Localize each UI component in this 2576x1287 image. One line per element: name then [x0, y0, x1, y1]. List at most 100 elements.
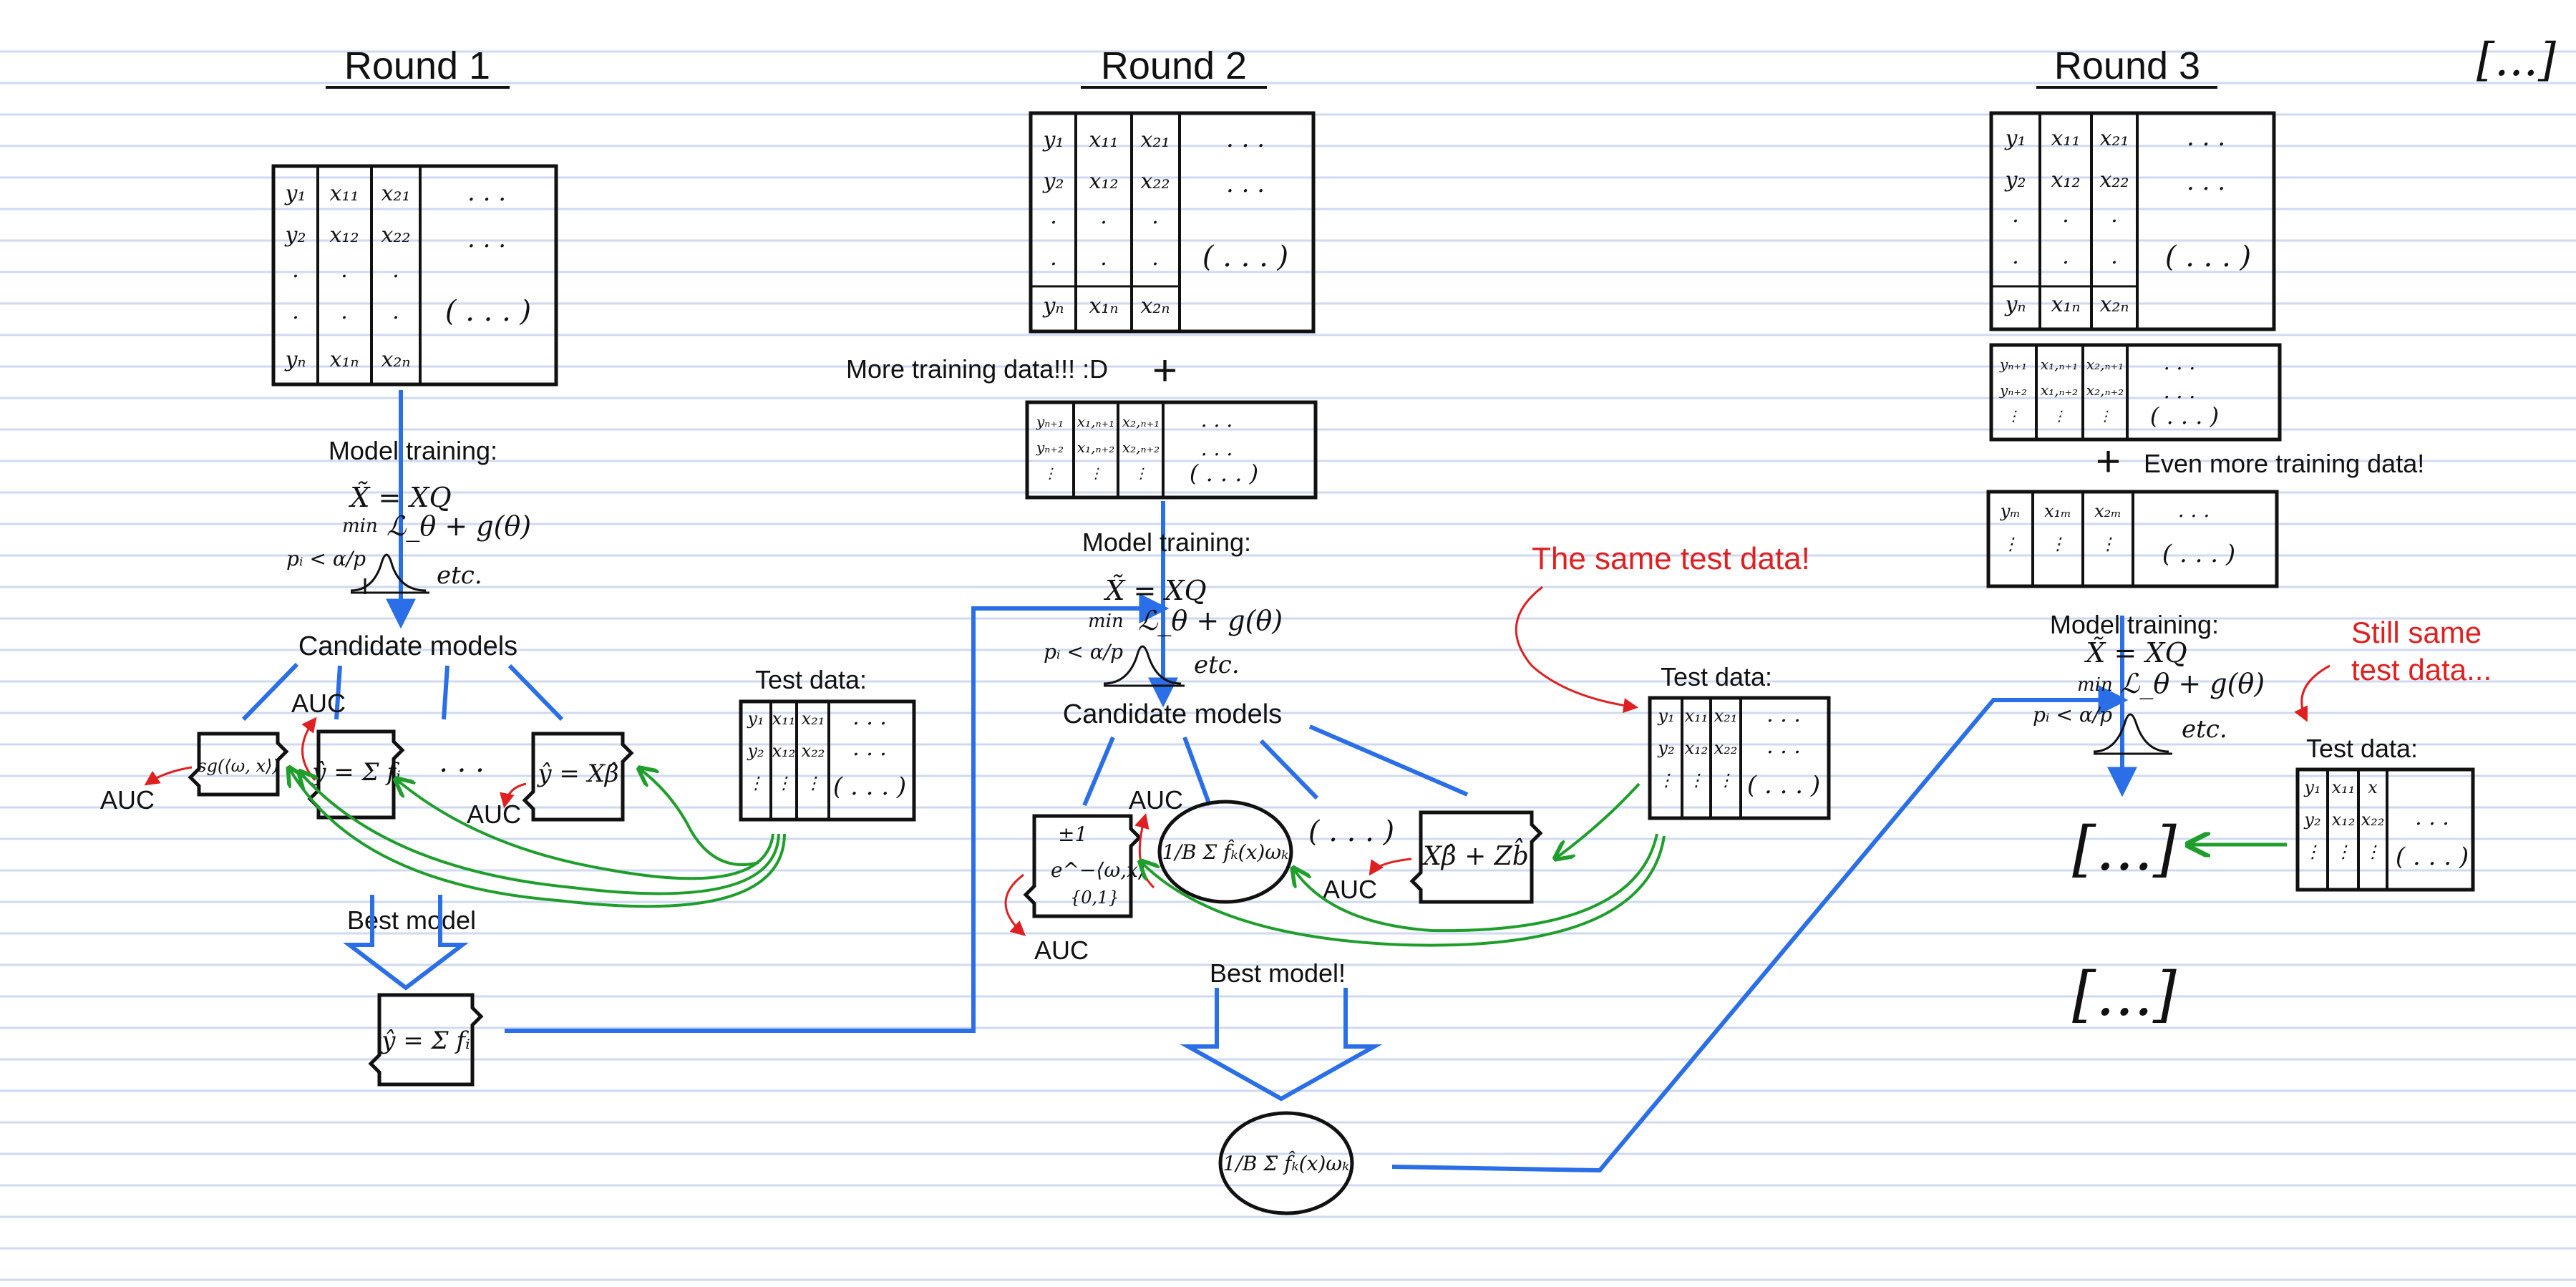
table-cell: yₙ₊₁ [1036, 413, 1064, 430]
table-cell: x₁₂ [2332, 810, 2356, 830]
table-cell: x₂₂ [1714, 738, 1738, 758]
round-2-to-3-connector [1391, 685, 2129, 1173]
r2-more-models: ( . . . ) [1308, 815, 1394, 848]
table-column: yₙ₊₁yₙ₊₂⋮ [1999, 356, 2027, 424]
svg-text:Model training:: Model training: [1082, 528, 1251, 557]
svg-text:. . .: . . . [1766, 702, 1801, 727]
svg-text:ŷ = Σ fᵢ: ŷ = Σ fᵢ [311, 758, 401, 787]
dots-row-1: . . . [467, 178, 506, 207]
etc-label: etc. [437, 561, 482, 590]
table-cell: · [2012, 251, 2019, 276]
table-cell: x₂₁ [2100, 126, 2129, 151]
table-column: x₁,ₙ₊₁x₁,ₙ₊₂⋮ [1077, 413, 1114, 482]
table-cell: · [392, 306, 399, 331]
svg-text:( . . . ): ( . . . ) [2150, 402, 2219, 429]
svg-text:. . .: . . . [2164, 351, 2196, 374]
table-cell: x₂₂ [2361, 810, 2385, 830]
svg-text:ℒ_θ + g(θ): ℒ_θ + g(θ) [1138, 605, 1283, 637]
svg-text:Still same: Still same [2351, 616, 2482, 649]
table-cell: y₁ [2004, 126, 2026, 151]
table-cell: x₁ₙ [1089, 293, 1118, 319]
corner-ellipsis-mark: [...] [2477, 34, 2557, 87]
round-3-more-training-data: yₙ₊₁yₙ₊₂⋮ x₁,ₙ₊₁x₁,ₙ₊₂⋮ x₂,ₙ₊₁x₂,ₙ₊₂⋮ . … [1989, 343, 2282, 442]
auc-label: AUC [291, 689, 346, 718]
table-cell: x₂₂ [1141, 169, 1170, 194]
table-cell: ⋮ [2006, 407, 2021, 424]
table-cell: y₁ [284, 181, 306, 206]
table-cell: x₂ₙ [1140, 293, 1170, 319]
table-cell: ⋮ [2335, 842, 2352, 862]
table-cell: y₁ [1042, 127, 1064, 152]
table-cell: x₁₁ [2051, 126, 2081, 151]
r3-final-ellipsis: [...] [2072, 959, 2177, 1029]
table-cell: ⋮ [747, 773, 764, 793]
svg-text:( . . . ): ( . . . ) [1190, 460, 1258, 487]
svg-text:( . . . ): ( . . . ) [2396, 842, 2469, 871]
table-cell: x₁₂ [772, 741, 796, 761]
r2-model-exp: ±1 e^−⟨ω,x⟩ {0,1} [1023, 814, 1146, 918]
dots-row-2: . . . [467, 225, 506, 253]
table-cell: x₂ₘ [2094, 501, 2121, 521]
x-tilde-eq: X̃ = XQ [348, 482, 451, 513]
svg-text:sg(⟨ω, x⟩): sg(⟨ω, x⟩) [198, 756, 279, 776]
table-cell: x₂,ₙ₊₂ [1122, 439, 1160, 456]
svg-text:min: min [1088, 611, 1124, 632]
table-cell: ⋮ [2049, 534, 2066, 554]
svg-text:. . .: . . . [2187, 123, 2225, 152]
paren-dots: ( . . . ) [445, 295, 531, 328]
svg-text:etc.: etc. [2182, 715, 2227, 744]
bell-curve-icon [350, 553, 427, 592]
round-1-title: Round 1 [344, 44, 490, 87]
table-cell: · [341, 264, 348, 289]
svg-text:AUC: AUC [1034, 936, 1089, 965]
table-column: x₂,ₙ₊₁x₂,ₙ₊₂⋮ [2086, 356, 2124, 424]
table-cell: yₙ₊₁ [1999, 356, 2027, 373]
table-cell: x [2368, 777, 2378, 797]
test-data-label: Test data: [755, 665, 867, 694]
table-cell: x₁ₙ [2051, 292, 2080, 317]
table-cell: · [1152, 252, 1159, 277]
table-cell: x₁₂ [330, 223, 359, 248]
table-cell: x₂,ₙ₊₁ [2086, 356, 2124, 373]
r2-test-arrows [1142, 782, 1666, 947]
table-cell: ⋮ [775, 773, 792, 793]
table-cell: y₂ [1042, 169, 1064, 194]
table-cell: · [292, 306, 299, 331]
auc-label: AUC [467, 800, 521, 829]
table-cell: y₁ [747, 709, 764, 729]
svg-text:{0,1}: {0,1} [1070, 888, 1119, 908]
r1-model-sign: sg(⟨ω, x⟩) [188, 732, 289, 797]
table-cell: y₂ [1657, 738, 1674, 758]
table-cell: · [1050, 210, 1057, 235]
svg-text:. . .: . . . [1766, 734, 1801, 759]
table-cell: · [341, 306, 348, 331]
r2-auc-annotations: AUC AUC AUC [1004, 785, 1412, 965]
svg-text:ℒ_θ + g(θ): ℒ_θ + g(θ) [2120, 668, 2265, 700]
round-1-to-2-connector [505, 593, 1170, 1033]
svg-text:Test data:: Test data: [1661, 662, 1772, 691]
table-cell: x₂₂ [381, 223, 411, 248]
table-cell: x₁₂ [1685, 738, 1709, 758]
round-3-heading: Round 3 [2036, 44, 2217, 89]
svg-text:( . . . ): ( . . . ) [1747, 771, 1820, 800]
r2-model-mixed: Xβ̂ + Zb̂ [1409, 810, 1543, 904]
round-2-fanout [1082, 724, 1469, 807]
svg-text:. . .: . . . [2415, 805, 2449, 830]
svg-text:. . .: . . . [852, 736, 887, 761]
round-3-even-more-data: yₘ⋮ x₁ₘ⋮ x₂ₘ⋮ . . . ( . . . ) [1986, 490, 2279, 588]
round-2-more-training-data: More training data!!! :D + yₙ₊₁yₙ₊₂⋮ x₁,… [846, 346, 1318, 500]
model-training-label: Model training: [329, 436, 497, 465]
table-cell: · [1152, 210, 1159, 235]
table-cell: x₁ₘ [2044, 501, 2071, 521]
